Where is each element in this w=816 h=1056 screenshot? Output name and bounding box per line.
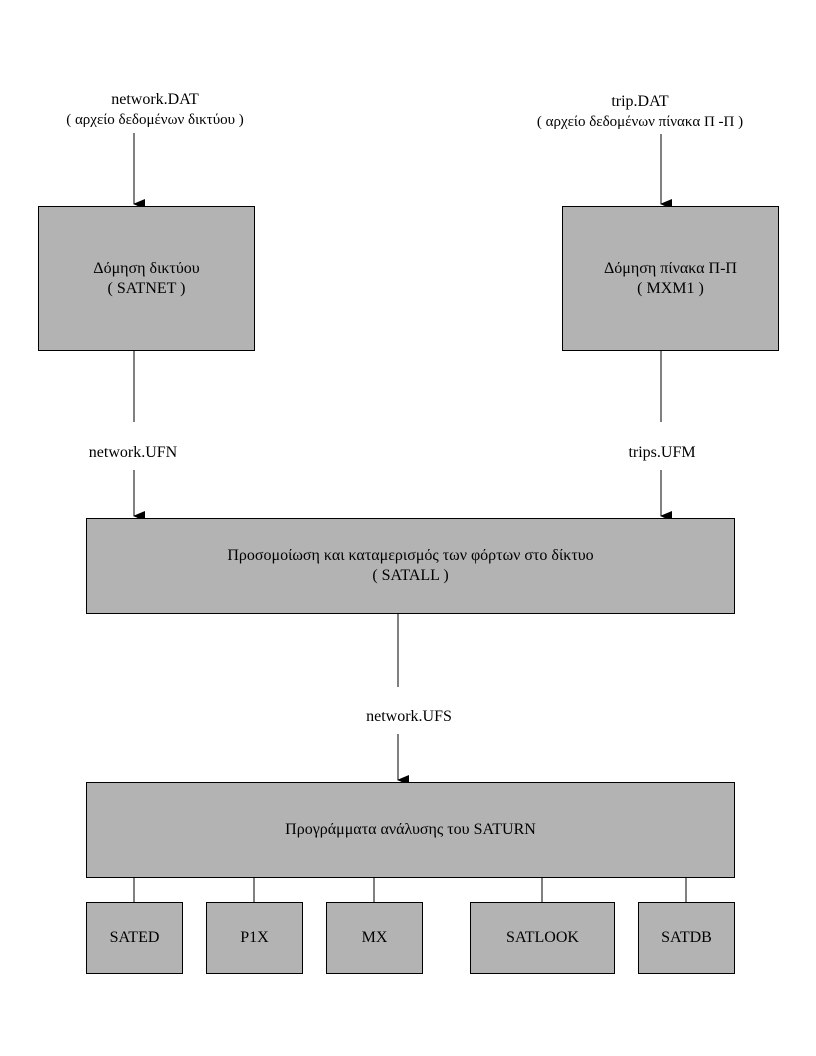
trips-ufm-label: trips.UFM (628, 444, 696, 461)
program-label: SATDB (661, 929, 712, 946)
program-box-p1x: P1X (206, 902, 303, 974)
mxm1-box: Δόμηση πίνακα Π-Π ( MXM1 ) (562, 206, 779, 351)
mxm1-title: Δόμηση πίνακα Π-Π (604, 259, 737, 277)
satnet-title: Δόμηση δικτύου (93, 259, 200, 277)
program-label: SATED (109, 929, 160, 946)
trip-dat-label: trip.DAT ( αρχείο δεδομένων πίνακα Π -Π … (537, 92, 743, 132)
network-dat-filename: network.DAT (111, 91, 199, 108)
program-box-sated: SATED (86, 902, 183, 974)
program-box-mx: MX (326, 902, 423, 974)
program-label: SATLOOK (506, 929, 579, 946)
network-ufs-label: network.UFS (366, 708, 452, 725)
satall-code: ( SATALL ) (372, 567, 449, 584)
program-box-satdb: SATDB (638, 902, 735, 974)
trip-dat-description: ( αρχείο δεδομένων πίνακα Π -Π ) (536, 114, 744, 130)
network-dat-label: network.DAT ( αρχείο δεδομένων δικτύου ) (66, 90, 244, 130)
saturn-programs-title: Προγράμματα ανάλυσης του SATURN (285, 821, 536, 838)
saturn-programs-box: Προγράμματα ανάλυσης του SATURN (86, 782, 735, 878)
program-label: P1X (240, 929, 269, 946)
trip-dat-filename: trip.DAT (611, 93, 669, 110)
mxm1-code: ( MXM1 ) (637, 279, 704, 297)
network-dat-description: ( αρχείο δεδομένων δικτύου ) (66, 112, 244, 128)
satall-box: Προσομοίωση και καταμερισμός των φόρτων … (86, 518, 735, 614)
satnet-code: ( SATNET ) (107, 279, 186, 297)
network-ufn-label: network.UFN (88, 444, 178, 461)
program-box-satlook: SATLOOK (470, 902, 615, 974)
program-label: MX (361, 929, 388, 946)
satall-title: Προσομοίωση και καταμερισμός των φόρτων … (227, 547, 594, 564)
satnet-box: Δόμηση δικτύου ( SATNET ) (38, 206, 255, 351)
